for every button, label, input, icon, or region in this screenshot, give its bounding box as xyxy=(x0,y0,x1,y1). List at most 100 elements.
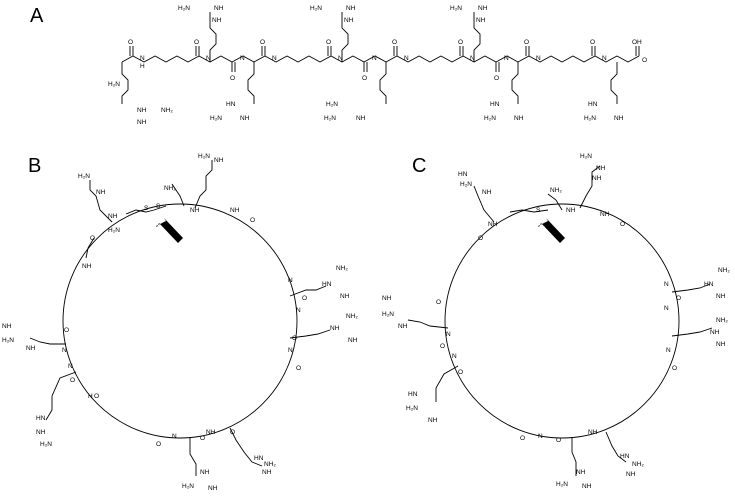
panel-c-label: C xyxy=(412,155,426,177)
atom-label: N xyxy=(62,347,67,354)
atom-label: O xyxy=(156,441,161,448)
cyclic-backbone-ring xyxy=(62,203,298,439)
atom-label: NH xyxy=(137,107,147,114)
atom-label: O xyxy=(326,39,331,46)
atom-label: HN xyxy=(458,171,468,178)
atom-label: N xyxy=(240,55,245,62)
atom-label: H₂N xyxy=(78,173,90,180)
atom-label: HN xyxy=(588,101,598,108)
atom-label: O xyxy=(260,39,265,46)
atom-label: O xyxy=(230,75,235,82)
atom-label: S xyxy=(144,205,149,212)
atom-label: H₂N xyxy=(460,181,472,188)
atom-label: H₂N xyxy=(210,115,222,122)
atom-label: O xyxy=(440,343,445,350)
atom-label: H₂N xyxy=(580,153,592,160)
atom-label: NH xyxy=(476,17,486,24)
atom-label: H₂N xyxy=(556,481,568,488)
atom-label: NH xyxy=(330,325,340,332)
atom-label: NH xyxy=(592,175,602,182)
atom-label: NH xyxy=(208,485,218,492)
atom-label: O xyxy=(230,429,235,436)
atom-label: HN xyxy=(226,101,236,108)
side-chains-c xyxy=(407,165,713,476)
atom-label: NH xyxy=(716,341,726,348)
atom-label: N xyxy=(372,55,377,62)
atom-label: NH xyxy=(346,5,356,12)
atom-label: NH₂ xyxy=(632,461,644,468)
atom-label: NH xyxy=(348,337,358,344)
atom-label: O xyxy=(520,435,525,442)
atom-label: NH₂ xyxy=(161,107,173,114)
panel-a-label: A xyxy=(30,5,44,27)
atom-label: S xyxy=(156,203,161,210)
atom-label: N xyxy=(536,55,541,62)
atom-label: NH xyxy=(240,115,250,122)
atom-label: N xyxy=(538,433,543,440)
linear-backbone xyxy=(121,55,640,63)
atom-label: H xyxy=(88,393,93,400)
atom-labels-c: H₂N NH NH HN H₂N NH NH₂ NH NH O NH O NH₂… xyxy=(382,153,730,490)
atom-label: N xyxy=(288,277,293,284)
atom-label: N xyxy=(470,55,475,62)
atom-label: O xyxy=(200,435,205,442)
atom-label: H₂N xyxy=(108,227,120,234)
atom-label: HN xyxy=(322,281,332,288)
atom-label: NH xyxy=(588,429,598,436)
atom-label: HN xyxy=(620,453,630,460)
atom-label: NH xyxy=(262,469,272,476)
atom-label: O xyxy=(458,369,463,376)
atom-label: O xyxy=(392,39,397,46)
atom-label: N xyxy=(602,55,607,62)
atom-label: NH xyxy=(26,345,36,352)
disulfide-bridge: S S xyxy=(125,203,167,215)
atom-label: O xyxy=(556,437,561,444)
atom-label: NH xyxy=(344,17,354,24)
atom-label: N xyxy=(664,281,669,288)
atom-label: NH xyxy=(566,207,576,214)
atom-label: O xyxy=(436,299,441,306)
atom-label: H₂N xyxy=(406,405,418,412)
side-chains-b xyxy=(29,160,331,476)
atom-label: O xyxy=(590,39,595,46)
atom-label: N xyxy=(666,347,671,354)
panel-c: C S H₂N NH NH HN H₂N NH NH₂ NH xyxy=(382,153,730,490)
atom-label: NH xyxy=(626,471,636,478)
atom-label: N xyxy=(172,433,177,440)
atom-label: O xyxy=(494,75,499,82)
panel-a: A xyxy=(30,5,647,126)
atom-label: OH xyxy=(632,39,642,46)
panel-b-label: B xyxy=(28,155,41,177)
carbonyl-bonds xyxy=(129,46,640,72)
atom-label: N xyxy=(68,363,73,370)
side-chains-up xyxy=(209,20,481,62)
atom-label: O xyxy=(676,295,681,302)
atom-label: NH xyxy=(478,5,488,12)
atom-label: NH xyxy=(576,469,586,476)
atom-label: NH₂ xyxy=(164,185,176,192)
atom-label: N xyxy=(404,55,409,62)
atom-label: N xyxy=(446,331,451,338)
atom-label: NH₂ xyxy=(718,267,730,274)
atom-label: H₂N xyxy=(182,483,194,490)
atom-label: NH xyxy=(206,429,216,436)
atom-label: O xyxy=(620,221,625,228)
atom-label: NH xyxy=(340,293,350,300)
atom-label: O xyxy=(292,335,297,342)
atom-label: H₂N xyxy=(40,441,52,448)
atom-label: NH xyxy=(190,207,200,214)
arrow-icon xyxy=(156,218,183,243)
atom-label: HN xyxy=(408,391,418,398)
atom-label: HN xyxy=(254,455,264,462)
atom-label: O xyxy=(70,377,75,384)
atom-label: NH xyxy=(614,115,624,122)
atom-label: H₂N xyxy=(324,115,336,122)
atom-label: NH₂ xyxy=(716,317,728,324)
atom-label: N xyxy=(288,347,293,354)
atom-label: NH xyxy=(82,263,92,270)
atom-label: NH xyxy=(600,211,610,218)
atom-label: N xyxy=(452,353,457,360)
atom-label: NH xyxy=(214,5,224,12)
atom-label: NH₂ xyxy=(346,313,358,320)
atom-label: O xyxy=(194,39,199,46)
